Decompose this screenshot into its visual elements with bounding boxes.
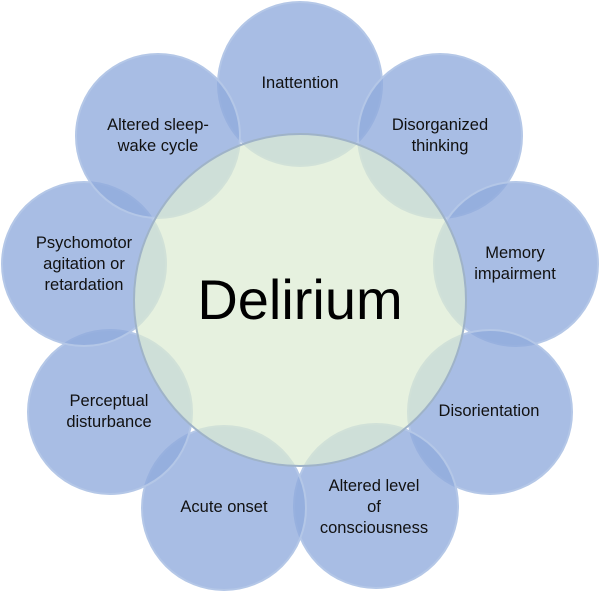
feature-label-perceptual-disturbance: Perceptual disturbance: [66, 392, 152, 431]
delirium-title: Delirium: [197, 268, 403, 331]
delirium-center-circle: [133, 133, 467, 467]
feature-label-disorganized-thinking: Disorganized thinking: [391, 116, 489, 155]
feature-label-disorientation: Disorientation: [438, 402, 540, 420]
feature-label-altered-consciousness: Altered level of consciousness: [319, 477, 429, 537]
feature-label-memory-impairment: Memory impairment: [474, 244, 556, 283]
feature-label-psychomotor: Psychomotor agitation or retardation: [35, 234, 133, 294]
feature-label-acute-onset: Acute onset: [180, 498, 268, 516]
feature-label-sleep-wake: Altered sleep- wake cycle: [107, 116, 209, 155]
feature-label-inattention: Inattention: [261, 74, 339, 92]
